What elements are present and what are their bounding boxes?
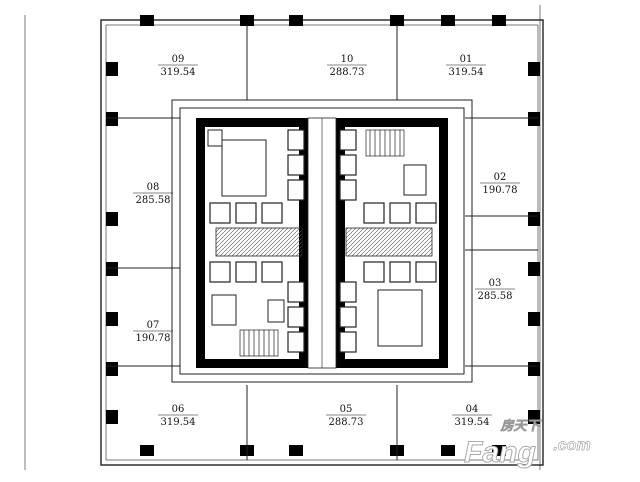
unit-08-label: 08 285.58 <box>133 182 173 206</box>
svg-text:06: 06 <box>172 404 185 415</box>
svg-text:288.73: 288.73 <box>330 67 365 78</box>
svg-text:Fang: Fang <box>464 436 536 469</box>
unit-02-label: 02 190.78 <box>480 172 520 196</box>
svg-text:.com: .com <box>553 437 590 454</box>
svg-text:房天下: 房天下 <box>499 418 542 433</box>
svg-text:09: 09 <box>172 54 185 65</box>
elevator-shafts <box>209 129 437 353</box>
svg-text:319.54: 319.54 <box>161 417 196 428</box>
core-rooms <box>207 129 427 347</box>
unit-03-label: 03 285.58 <box>475 278 515 302</box>
svg-text:02: 02 <box>494 172 507 183</box>
svg-text:03: 03 <box>489 278 502 289</box>
building-outline <box>24 5 544 470</box>
unit-07-label: 07 190.78 <box>133 320 173 344</box>
svg-text:01: 01 <box>460 54 473 65</box>
svg-text:190.78: 190.78 <box>136 333 171 344</box>
unit-06-label: 06 319.54 <box>158 404 198 428</box>
svg-text:319.54: 319.54 <box>161 67 196 78</box>
svg-text:07: 07 <box>147 320 160 331</box>
svg-text:288.73: 288.73 <box>329 417 364 428</box>
lobby-hatch <box>215 227 433 257</box>
svg-text:08: 08 <box>147 182 160 193</box>
svg-text:190.78: 190.78 <box>483 185 518 196</box>
unit-05-label: 05 288.73 <box>326 404 366 428</box>
unit-09-label: 09 319.54 <box>158 54 198 78</box>
svg-text:10: 10 <box>341 54 354 65</box>
stairs <box>239 129 405 357</box>
svg-text:285.58: 285.58 <box>478 291 513 302</box>
svg-text:285.58: 285.58 <box>136 195 171 206</box>
unit-04-label: 04 319.54 <box>452 404 492 428</box>
svg-text:04: 04 <box>466 404 479 415</box>
svg-text:05: 05 <box>340 404 353 415</box>
fang-watermark: 房天下 Fang .com <box>464 418 591 470</box>
svg-text:319.54: 319.54 <box>455 417 490 428</box>
core-corridor <box>171 99 473 383</box>
unit-10-label: 10 288.73 <box>327 54 367 78</box>
unit-partitions <box>106 25 538 460</box>
svg-text:319.54: 319.54 <box>449 67 484 78</box>
unit-01-label: 01 319.54 <box>446 54 486 78</box>
